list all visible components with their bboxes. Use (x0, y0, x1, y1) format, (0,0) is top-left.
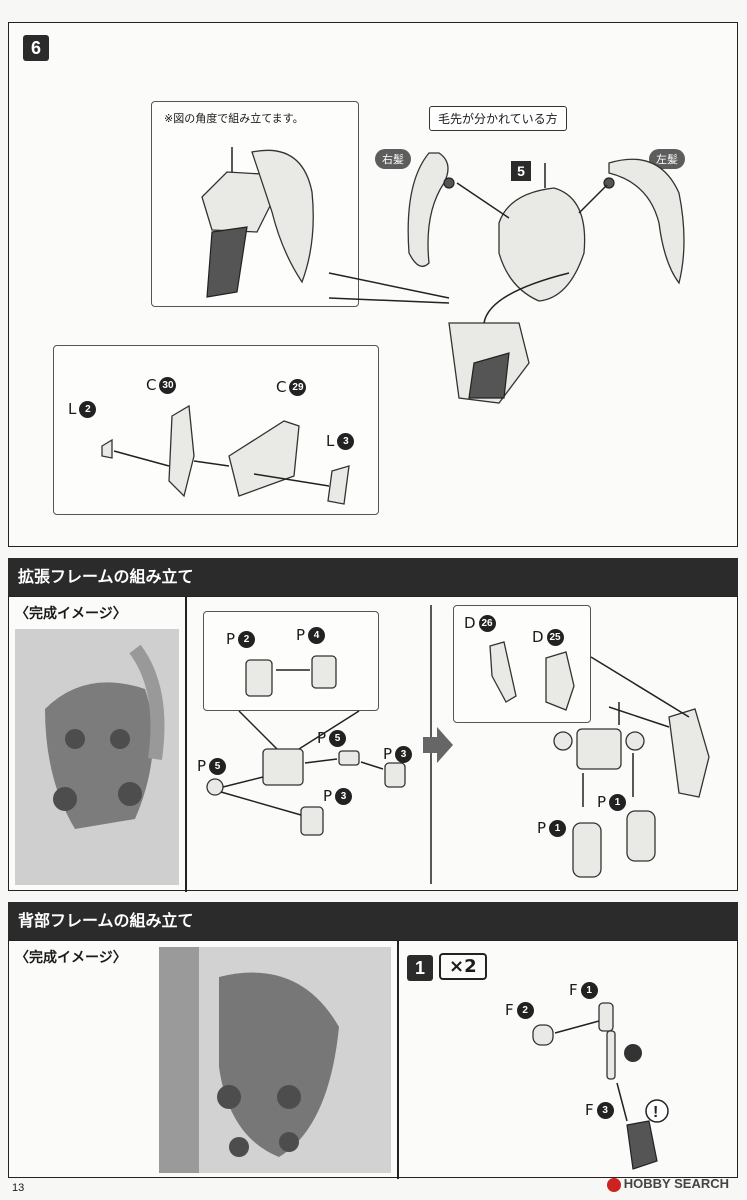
split-tip-callout: 毛先が分かれている方 (429, 106, 567, 131)
d-parts-illustration (489, 641, 575, 711)
watermark: HOBBY SEARCH (606, 1176, 729, 1192)
page-number: 13 (12, 1182, 25, 1194)
sub-step-badge: 5 (511, 161, 531, 181)
subassembly-illustration (101, 404, 350, 505)
angle-note-box: ※図の角度で組み立てます。 (151, 101, 359, 307)
angle-note: ※図の角度で組み立てます。 (164, 112, 304, 125)
back-step-badge: 1 (407, 955, 433, 981)
expansion-frame-diagram (206, 605, 453, 884)
back-photo-graphic (159, 947, 391, 1173)
completion-image-caption: 〈完成イメージ〉 (15, 606, 127, 622)
back-completion-photo (159, 947, 391, 1173)
divider (185, 597, 187, 892)
completion-image-caption: 〈完成イメージ〉 (15, 950, 127, 966)
back-frame-diagram: ! (532, 1002, 669, 1170)
watermark-logo-icon (606, 1178, 621, 1192)
head-angled-illustration (201, 147, 314, 298)
completion-photo (15, 629, 179, 885)
p-parts-illustration (245, 655, 337, 697)
step-number-badge: 6 (23, 35, 49, 61)
completion-photo-graphic (15, 629, 179, 885)
step6-panel: 6 ※図の角度で組み立てます。 毛先が分かれている方 右髪 左髪 5 (8, 22, 738, 547)
left-hair-label: 左髪 (649, 149, 685, 169)
back-frame-header: 背部フレームの組み立て (8, 902, 738, 940)
expansion-right-diagram (553, 656, 710, 878)
expansion-frame-header: 拡張フレームの組み立て (8, 558, 738, 596)
divider (397, 941, 399, 1179)
svg-text:!: ! (653, 1104, 658, 1121)
quantity-multiplier: ×2 (439, 953, 487, 980)
right-hair-label: 右髪 (375, 149, 411, 169)
step6-head-diagram (328, 152, 685, 404)
